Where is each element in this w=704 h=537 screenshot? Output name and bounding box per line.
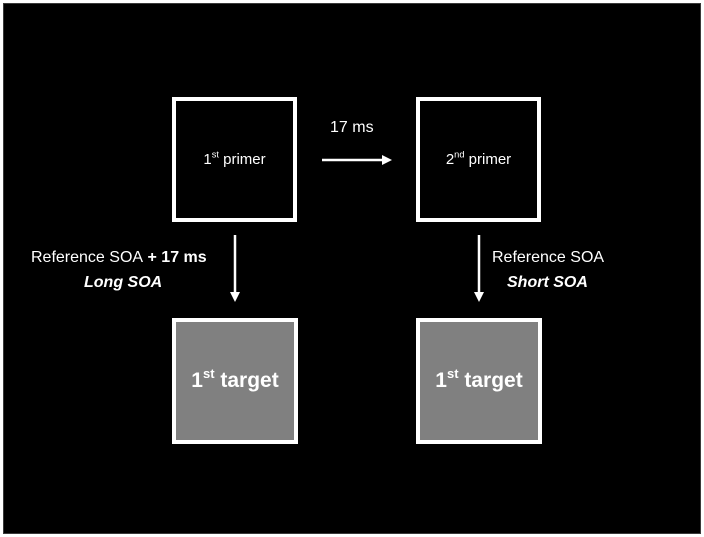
primer-interval-arrowhead	[382, 155, 392, 165]
short-soa-label: Short SOA	[507, 274, 588, 291]
short-soa-arrowhead	[474, 292, 484, 302]
long-soa-label: Long SOA	[84, 274, 163, 291]
first-target-label-long: 1st target	[191, 365, 279, 392]
first-target-box-long: 1st target	[172, 318, 298, 444]
interval-label: 17 ms	[330, 119, 374, 136]
long-soa-arrowhead	[230, 292, 240, 302]
diagram-canvas	[3, 3, 701, 534]
first-primer-box: 1st primer	[172, 97, 297, 222]
first-primer-label: 1st primer	[203, 149, 266, 168]
long-soa-reference-label: Reference SOA + 17 ms	[31, 249, 207, 266]
first-target-label-short: 1st target	[435, 365, 523, 392]
second-primer-box: 2nd primer	[416, 97, 541, 222]
first-target-box-short: 1st target	[416, 318, 542, 444]
short-soa-reference-label: Reference SOA	[492, 249, 605, 266]
second-primer-label: 2nd primer	[445, 149, 512, 168]
